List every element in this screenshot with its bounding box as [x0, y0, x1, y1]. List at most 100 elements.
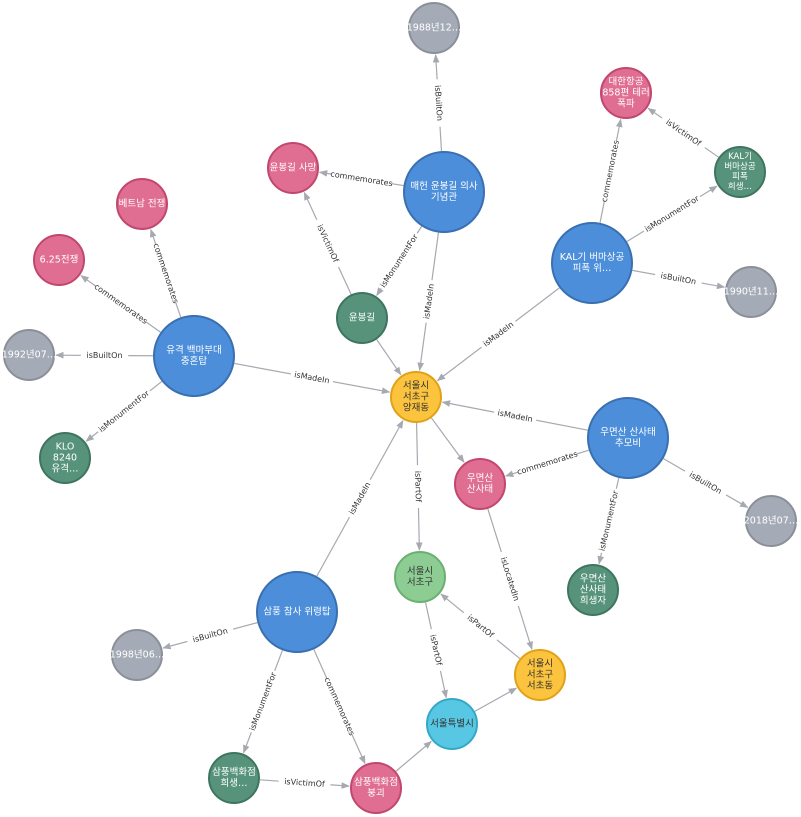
edge-label-bg [420, 279, 437, 324]
node-circle[interactable] [350, 762, 402, 814]
edge-kal_monument-kal_victims: isMonumentFor [626, 185, 718, 243]
node-korean_war[interactable]: 6.25전쟁 [33, 234, 85, 286]
node-label: 윤봉길 사망 [270, 162, 317, 174]
node-circle[interactable] [454, 458, 506, 510]
node-label: 2018년07… [744, 516, 799, 527]
edge-label: commemorates [516, 449, 579, 476]
edge-yunbong_memorial-yunbonggil: isMonumentFor [376, 226, 423, 297]
node-yunbonggil[interactable]: 윤봉길 [336, 292, 388, 344]
edge-label-bg [322, 676, 358, 737]
edge-label-bg [595, 487, 622, 555]
node-circle[interactable] [567, 564, 619, 616]
edge-label-bg [659, 113, 709, 152]
node-circle[interactable] [403, 151, 485, 233]
edge-yangjae-umyeon_event [430, 417, 465, 463]
edge-label: commemorates [151, 242, 180, 304]
edge-label: isBuiltOn [660, 271, 697, 286]
edge-umyeon_monument-umyeon_event: commemorates [504, 448, 590, 477]
node-circle[interactable] [33, 234, 85, 286]
edge-label: isBuiltOn [433, 85, 444, 121]
node-circle[interactable] [587, 397, 669, 479]
edge-kal_victims-kal_event: isVictimOf [647, 107, 719, 158]
node-circle[interactable] [336, 292, 388, 344]
edge-yunbong_memorial-yangjae: isMadeIn [417, 232, 440, 372]
edge-baekma-korean_war: commemorates [80, 275, 161, 333]
node-circle[interactable] [208, 752, 260, 804]
edge-label-bg [185, 623, 235, 647]
edge-label: isVictimOf [284, 777, 325, 789]
edge-label-bg [496, 550, 525, 608]
node-label: 삼풍 참사 위령탑 [263, 606, 330, 618]
node-circle[interactable] [256, 571, 338, 653]
edge-label-bg [477, 316, 519, 352]
edge-yunbong_memorial-d1988: isBuiltOn [432, 54, 447, 152]
node-circle[interactable] [116, 178, 168, 230]
edge-label-bg [460, 608, 501, 644]
node-circle[interactable] [153, 315, 235, 397]
node-circle[interactable] [394, 551, 446, 603]
edge-line [430, 417, 465, 463]
edge-yangjae-seocho: isPartOf [412, 422, 425, 551]
edge-seocho-seoul: isPartOf [424, 602, 448, 699]
node-label: 서울특별시 [430, 719, 474, 730]
node-seoul[interactable]: 서울특별시 [426, 698, 478, 750]
node-circle[interactable] [514, 649, 566, 701]
edge-label: commemorates [93, 282, 149, 326]
node-d1998[interactable]: 1998년06… [110, 629, 165, 681]
edge-kal_monument-yangjae: isMadeIn [436, 287, 560, 382]
node-d1990[interactable]: 1990년11… [724, 266, 779, 318]
node-sampoong_monument[interactable]: 삼풍 참사 위령탑 [256, 571, 338, 653]
edge-umyeon_monument-umyeon_victims: isMonumentFor [595, 477, 622, 565]
node-circle[interactable] [600, 67, 652, 119]
edge-label-bg [654, 268, 703, 288]
node-circle[interactable] [111, 629, 163, 681]
edge-label: isMadeIn [347, 481, 372, 517]
node-circle[interactable] [408, 2, 460, 54]
node-circle[interactable] [745, 495, 797, 547]
edge-label: commemorates [322, 676, 356, 737]
edge-label: isBuiltOn [87, 351, 123, 360]
edge-label: isPartOf [413, 471, 423, 503]
edge-yunbonggil-yangjae [376, 339, 402, 376]
edge-label: isMonumentFor [643, 193, 701, 233]
edge-label: isMadeIn [497, 408, 534, 424]
node-d2018[interactable]: 2018년07… [744, 495, 799, 547]
edge-sampoong_monument-d1998: isBuiltOn [162, 622, 258, 650]
node-circle[interactable] [39, 432, 91, 484]
node-circle[interactable] [551, 222, 633, 304]
node-circle[interactable] [725, 266, 777, 318]
node-yunbong_death[interactable]: 윤봉길 사망 [267, 142, 319, 194]
edge-label: isMonumentFor [248, 670, 279, 732]
node-d1988[interactable]: 1988년12… [407, 2, 462, 54]
node-circle[interactable] [714, 146, 766, 198]
node-circle[interactable] [426, 698, 478, 750]
edge-label-bg [278, 775, 331, 790]
edge-label-bg [80, 349, 129, 361]
node-circle[interactable] [390, 371, 442, 423]
edge-label-bg [312, 217, 345, 270]
node-d1992[interactable]: 1992년07… [2, 329, 57, 381]
node-circle[interactable] [3, 329, 55, 381]
node-vietnam[interactable]: 베트남 전쟁 [116, 178, 168, 230]
node-circle[interactable] [267, 142, 319, 194]
